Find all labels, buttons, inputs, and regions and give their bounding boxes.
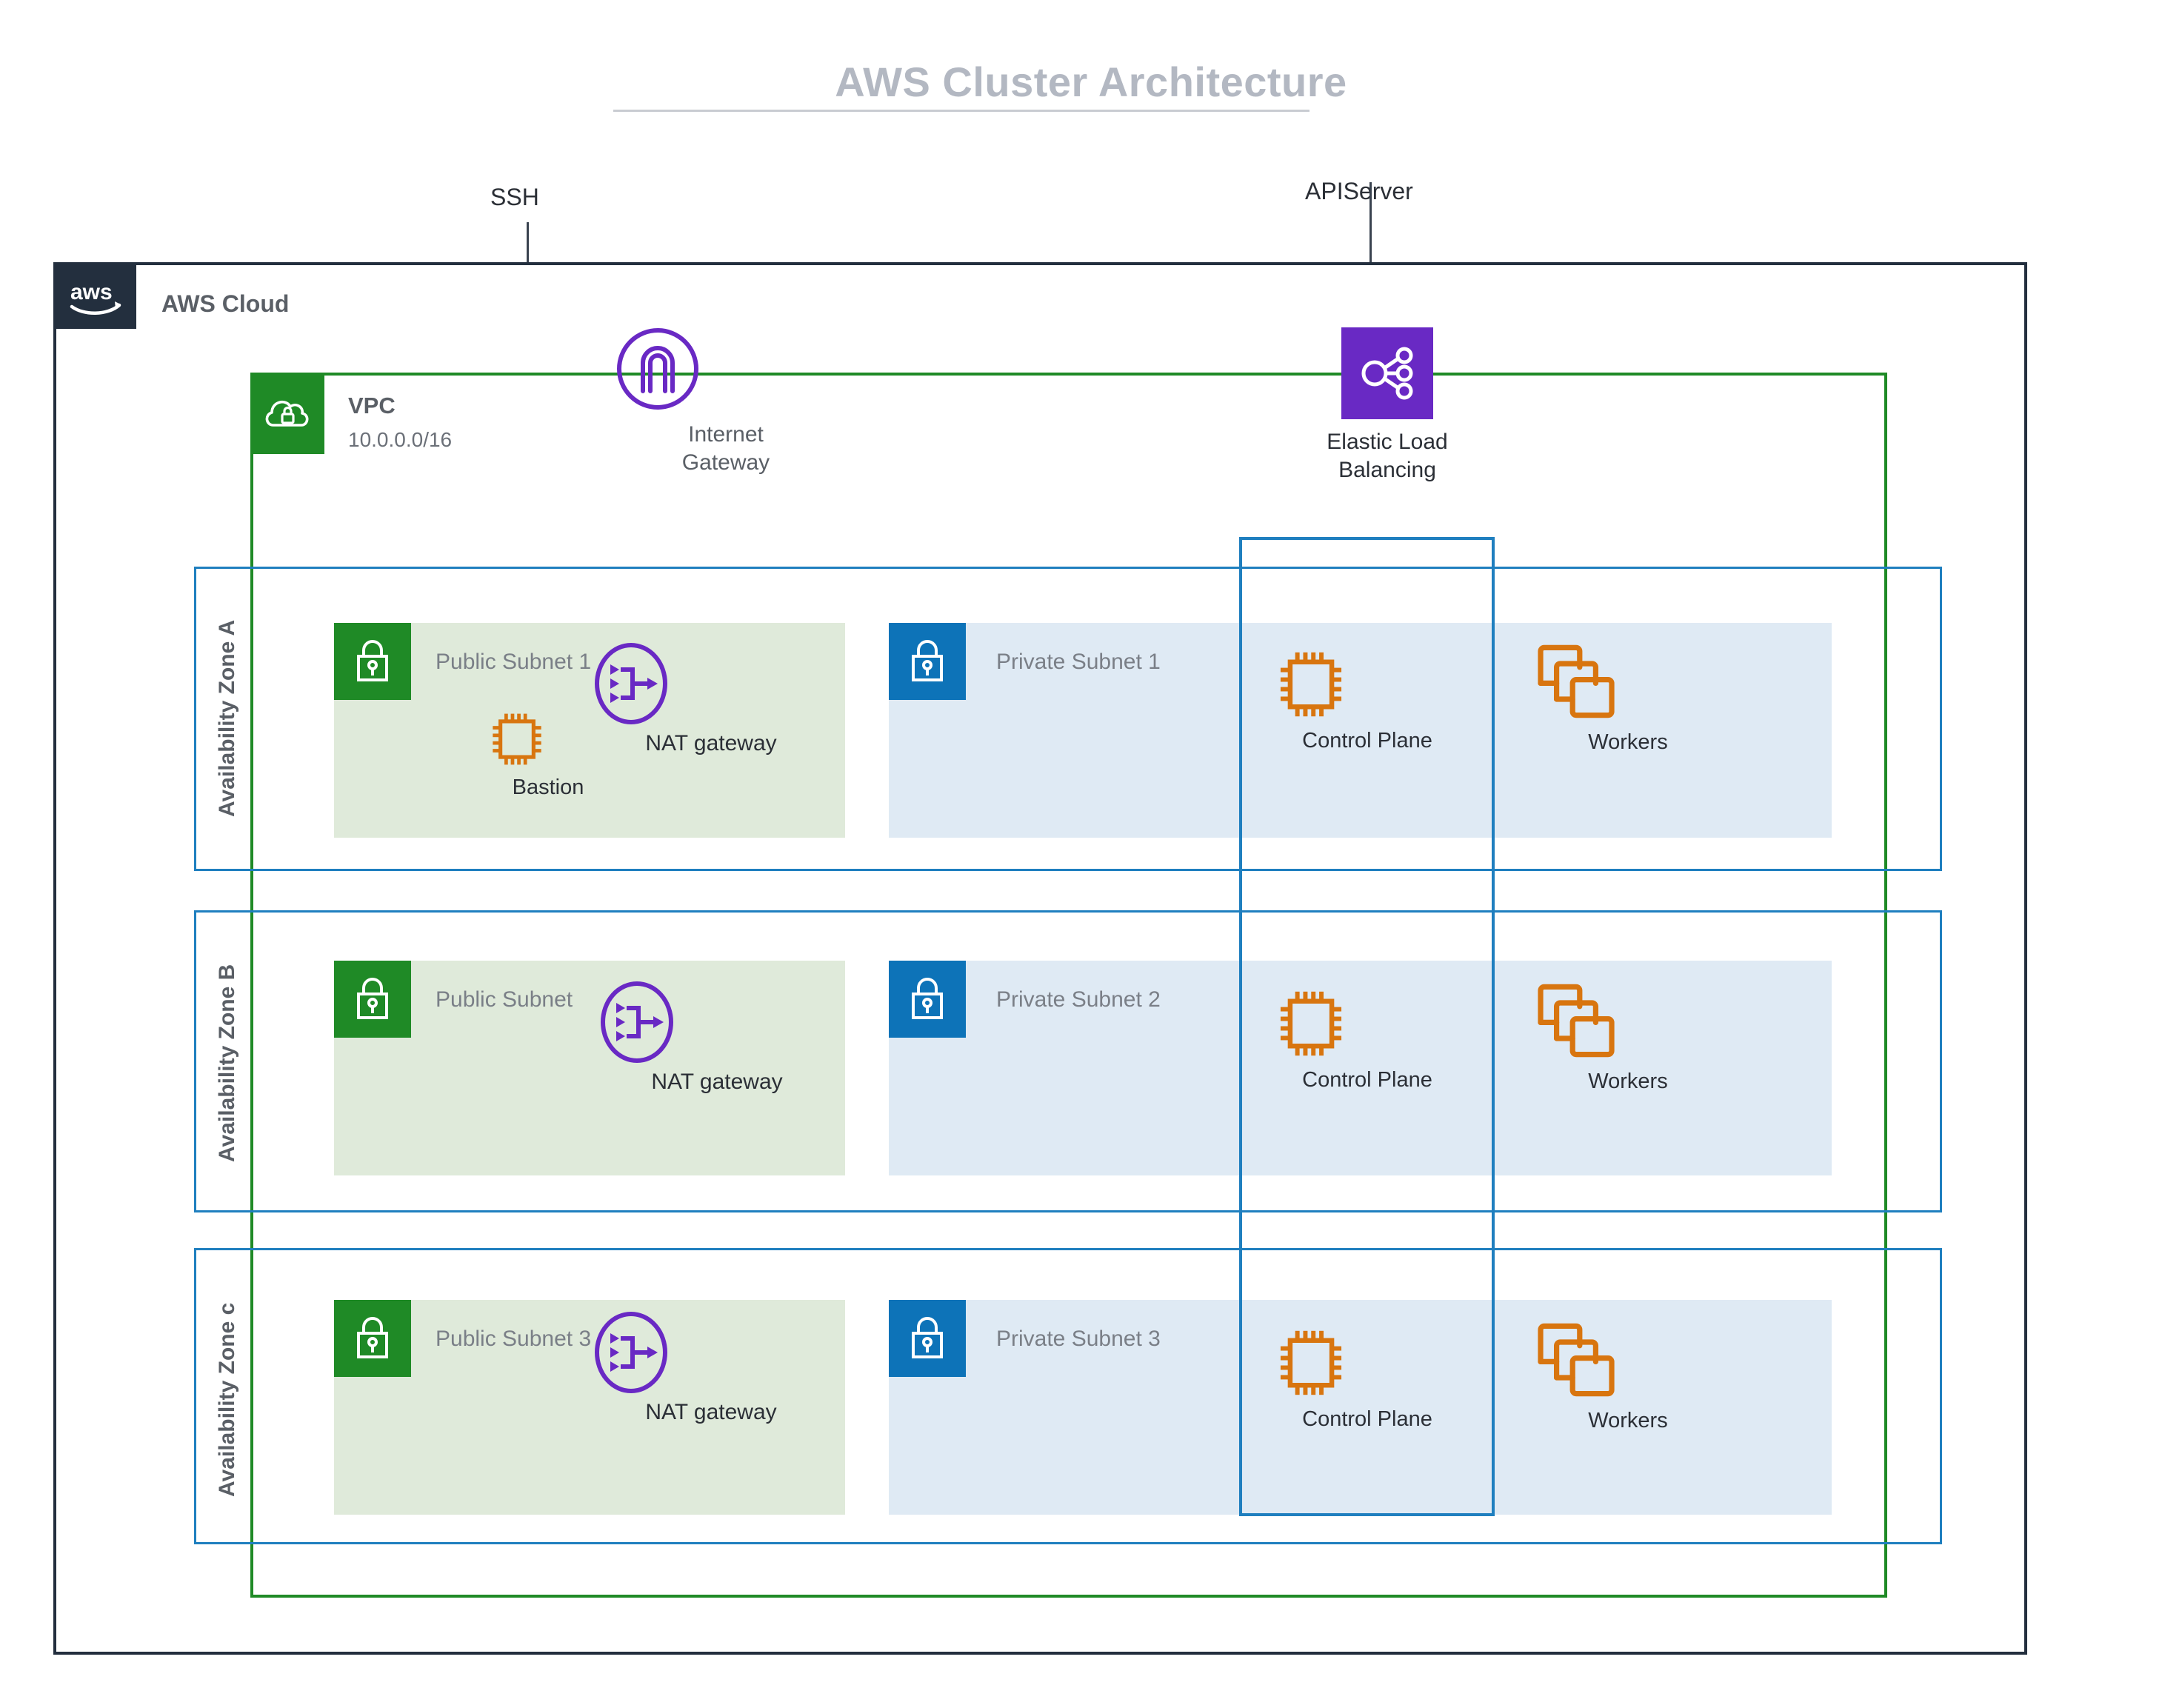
lock-icon xyxy=(334,961,411,1038)
public-subnet-label: Public Subnet xyxy=(436,987,573,1012)
control-plane-caption: Control Plane xyxy=(1302,729,1432,753)
workers-node[interactable]: Workers xyxy=(1532,1315,1724,1433)
workers-caption: Workers xyxy=(1588,1409,1668,1432)
public-subnet-1-label: Public Subnet 1 xyxy=(436,650,592,674)
availability-zone-b-boundary xyxy=(194,910,1942,1212)
control-plane-caption: Control Plane xyxy=(1302,1068,1432,1092)
elastic-load-balancing-caption: Elastic Load Balancing xyxy=(1261,428,1513,485)
availability-zone-c-label: Availability Zone c xyxy=(215,1302,239,1498)
private-subnet-3-label: Private Subnet 3 xyxy=(996,1327,1161,1351)
availability-zone-b-label: Availability Zone B xyxy=(215,964,239,1162)
stacked-squares-icon xyxy=(1538,1323,1615,1397)
public-subnet-3-label: Public Subnet 3 xyxy=(436,1327,592,1351)
control-plane-node[interactable]: Control Plane xyxy=(1271,984,1464,1092)
vpc-cloud-lock-icon xyxy=(250,373,324,454)
elb-label-line1: Elastic Load xyxy=(1327,430,1448,454)
ssh-connector-label: SSH xyxy=(490,184,539,210)
private-subnet-2-label: Private Subnet 2 xyxy=(996,987,1161,1012)
workers-node[interactable]: Workers xyxy=(1532,637,1724,755)
workers-caption: Workers xyxy=(1588,1070,1668,1093)
aws-logo-icon: aws xyxy=(56,265,136,329)
nat-gateway-icon xyxy=(595,1312,667,1393)
lock-icon xyxy=(889,961,966,1038)
availability-zone-a-label: Availability Zone A xyxy=(215,619,239,818)
control-plane-node[interactable]: Control Plane xyxy=(1271,644,1464,753)
nat-gateway-caption: NAT gateway xyxy=(645,731,777,755)
cpu-chip-icon xyxy=(493,713,541,765)
cpu-chip-icon xyxy=(1280,1330,1342,1395)
lock-icon xyxy=(889,623,966,700)
nat-gateway-node[interactable]: NAT gateway xyxy=(593,1310,830,1425)
lock-icon xyxy=(334,623,411,700)
internet-gateway-label-line2: Gateway xyxy=(681,450,770,476)
public-subnet-3-panel xyxy=(334,1300,845,1515)
bastion-node[interactable]: Bastion xyxy=(485,707,611,800)
vpc-label: VPC xyxy=(348,393,396,418)
internet-gateway-node[interactable]: Internet Gateway xyxy=(615,326,837,478)
nat-gateway-node[interactable]: NAT gateway xyxy=(598,979,835,1095)
private-subnet-1-label: Private Subnet 1 xyxy=(996,650,1161,674)
apiserver-connector-line-top xyxy=(1369,182,1372,326)
workers-node[interactable]: Workers xyxy=(1532,976,1724,1094)
availability-zone-a-boundary xyxy=(194,567,1942,871)
cpu-chip-icon xyxy=(1280,991,1342,1056)
nat-gateway-node[interactable]: NAT gateway xyxy=(593,641,830,756)
nat-gateway-caption: NAT gateway xyxy=(645,1400,777,1424)
cluster-control-plane-boundary xyxy=(1239,537,1495,1516)
cpu-chip-icon xyxy=(1280,652,1342,717)
private-subnet-1-panel xyxy=(889,623,1832,838)
nat-gateway-icon xyxy=(601,981,673,1063)
aws-cloud-label: AWS Cloud xyxy=(161,290,290,317)
private-subnet-2-panel xyxy=(889,961,1832,1175)
public-subnet-panel xyxy=(334,961,845,1175)
stacked-squares-icon xyxy=(1538,984,1615,1058)
internet-gateway-icon xyxy=(617,328,698,410)
elb-label-line2: Balancing xyxy=(1338,458,1436,483)
availability-zone-c-boundary xyxy=(194,1248,1942,1544)
lock-icon xyxy=(334,1300,411,1377)
bastion-caption: Bastion xyxy=(512,775,584,799)
nat-gateway-icon xyxy=(595,643,667,724)
control-plane-node[interactable]: Control Plane xyxy=(1271,1323,1464,1432)
vpc-boundary xyxy=(250,373,1887,1598)
public-subnet-1-panel xyxy=(334,623,845,838)
lock-icon xyxy=(889,1300,966,1377)
stacked-squares-icon xyxy=(1538,644,1615,718)
control-plane-caption: Control Plane xyxy=(1302,1407,1432,1431)
elastic-load-balancing-icon xyxy=(1341,327,1433,419)
nat-gateway-caption: NAT gateway xyxy=(651,1070,783,1094)
title-underline xyxy=(613,110,1309,112)
vpc-cidr-label: 10.0.0.0/16 xyxy=(348,428,453,451)
page-title: AWS Cluster Architecture xyxy=(835,59,1347,105)
workers-caption: Workers xyxy=(1588,730,1668,754)
private-subnet-3-panel xyxy=(889,1300,1832,1515)
internet-gateway-label-line1: Internet xyxy=(688,422,764,447)
svg-text:aws: aws xyxy=(70,280,113,304)
internet-gateway-caption: Internet Gateway xyxy=(615,421,837,478)
elastic-load-balancing-node[interactable]: Elastic Load Balancing xyxy=(1261,327,1513,485)
apiserver-connector-label: APIServer xyxy=(1305,178,1413,204)
